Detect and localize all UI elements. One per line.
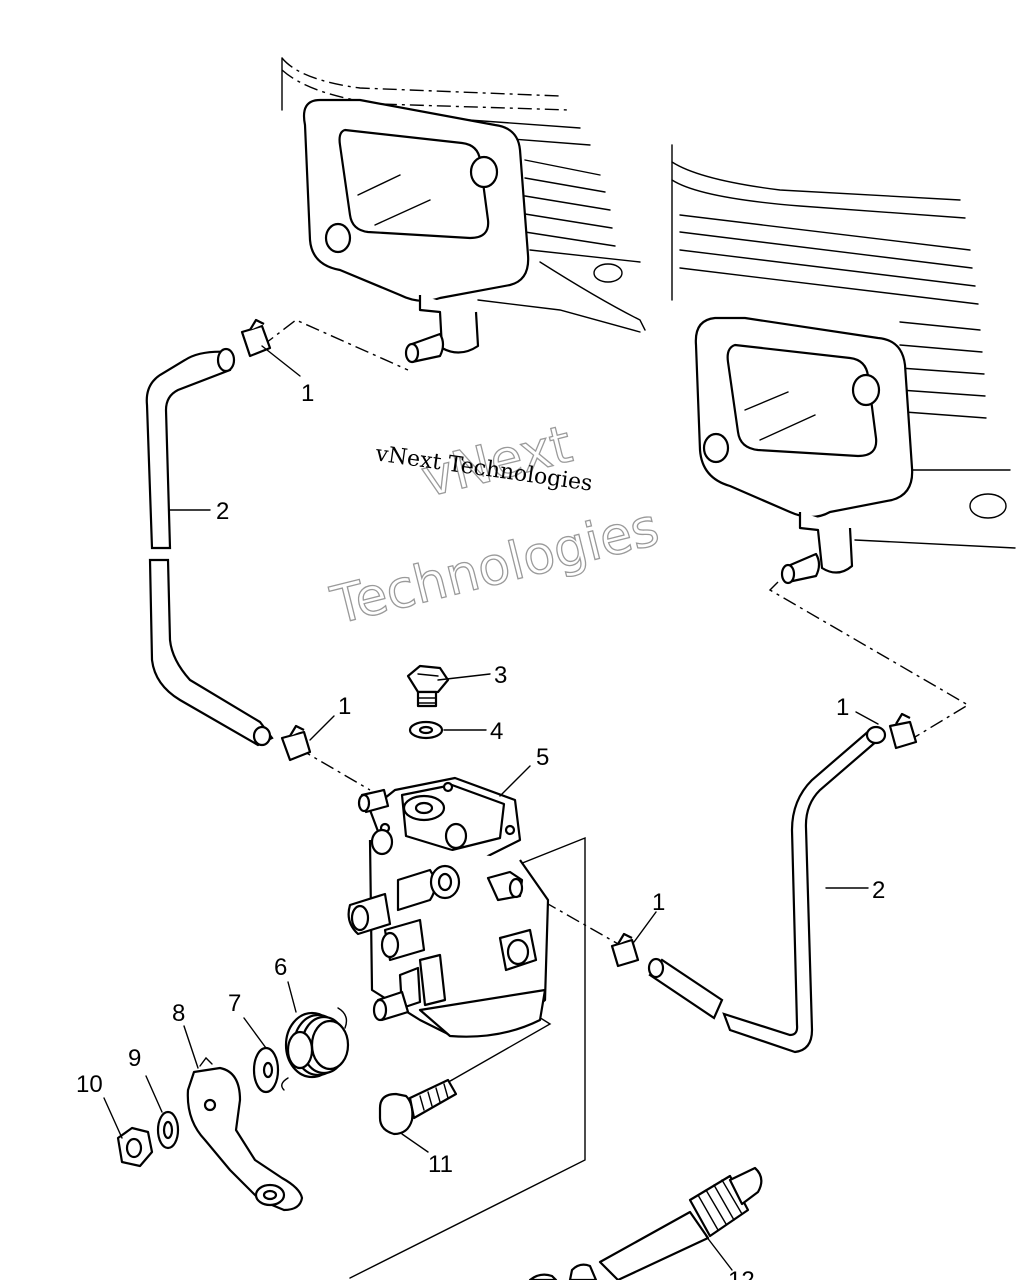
callout-11: 11	[428, 1151, 453, 1178]
clamp-1a	[240, 318, 272, 358]
washer-part-7	[252, 1046, 280, 1094]
callout-4: 4	[490, 718, 503, 745]
clamp-1d	[610, 932, 640, 968]
arm-part-8	[186, 1056, 304, 1212]
shaft-part-12	[528, 1166, 763, 1280]
callout-12: 12	[728, 1267, 755, 1280]
nut-part-10	[116, 1126, 154, 1168]
clamp-1b	[280, 724, 312, 762]
callout-1b: 1	[338, 693, 351, 720]
lock-washer-part-9	[156, 1110, 180, 1150]
callout-7: 7	[228, 990, 241, 1017]
clamp-1c	[888, 712, 918, 750]
callout-1a: 1	[301, 380, 314, 407]
left-cylinder	[281, 57, 646, 364]
callout-1c: 1	[836, 694, 849, 721]
callout-9: 9	[128, 1045, 141, 1072]
leader-lines	[103, 345, 879, 1271]
spring-part-6	[281, 1007, 350, 1091]
callout-3: 3	[494, 662, 507, 689]
hose-left	[145, 347, 274, 747]
watermark: vNext Technologies vNext Technologies	[324, 414, 665, 637]
bolt-part-3	[406, 664, 450, 708]
right-cylinder	[671, 144, 1016, 585]
callout-6: 6	[274, 954, 287, 981]
callout-2a: 2	[216, 498, 229, 525]
hose-right	[647, 725, 887, 1054]
callout-5: 5	[536, 744, 549, 771]
oil-pump-body	[347, 776, 550, 1038]
callout-2b: 2	[872, 877, 885, 904]
callout-1d: 1	[652, 889, 665, 916]
washer-part-4	[408, 720, 444, 740]
watermark-big-line-2: Technologies	[325, 497, 665, 636]
bolt-part-11	[378, 1078, 458, 1136]
callout-labels: 1 2 3 4 5 1 1 2 1 6 7 8 9 10 11 12	[76, 380, 885, 1280]
callout-10: 10	[76, 1071, 103, 1098]
callout-8: 8	[172, 1000, 185, 1027]
